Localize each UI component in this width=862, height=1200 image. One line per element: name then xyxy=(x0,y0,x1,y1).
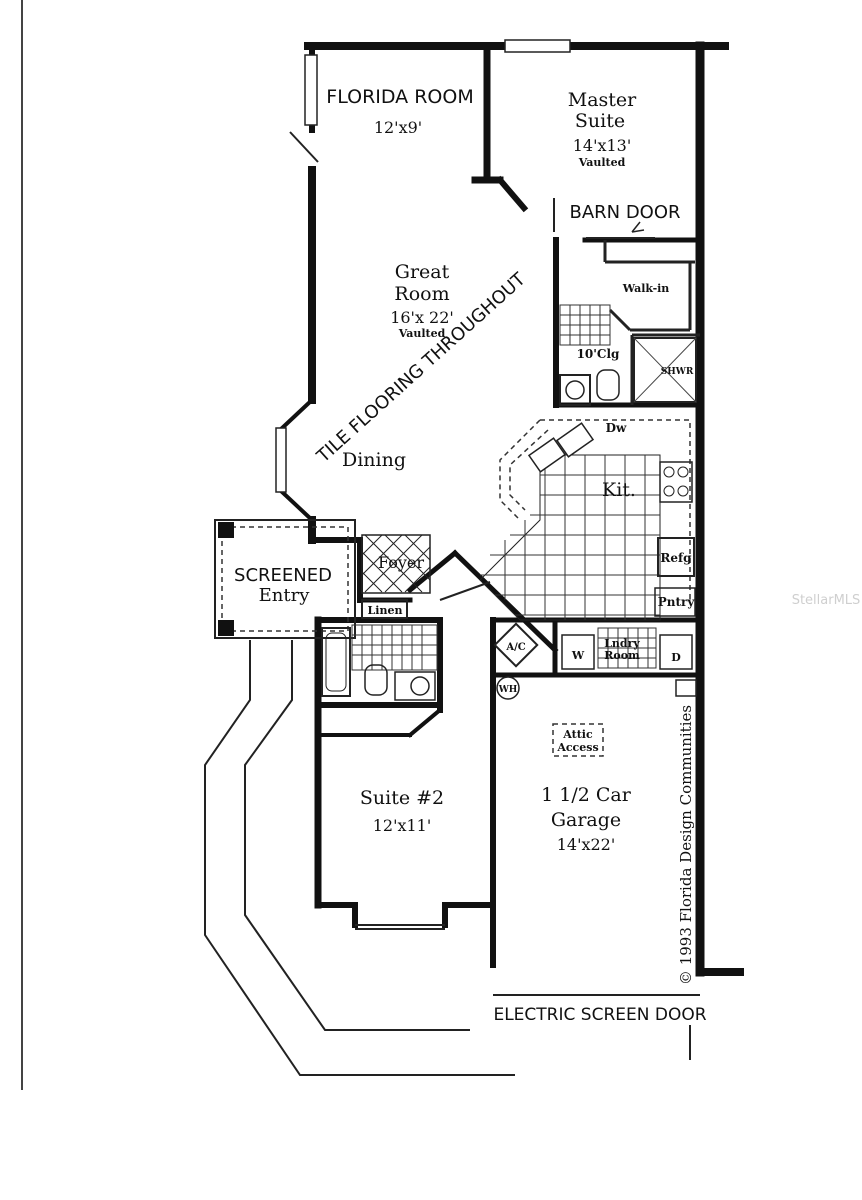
garage-line1: 1 1/2 Car xyxy=(541,784,632,806)
kitchen-tile-grid xyxy=(351,304,661,671)
barn-door-label: BARN DOOR xyxy=(569,202,680,223)
exterior-walls xyxy=(277,41,744,977)
linen-label: Linen xyxy=(368,604,403,617)
garage-icon-box xyxy=(675,679,697,697)
suite2-size: 12'x11' xyxy=(373,816,432,835)
kitchen-label: Kit. xyxy=(602,479,636,501)
water-heater-icon xyxy=(496,676,520,700)
foyer-label: Foyer xyxy=(378,553,424,572)
master-suite-name-line2: Suite xyxy=(575,110,625,132)
master-suite-note: Vaulted xyxy=(578,156,626,169)
great-room-name-line2: Room xyxy=(394,283,449,305)
laundry-line2: Room xyxy=(604,649,640,662)
washer-label: W xyxy=(571,649,585,662)
master-suite-name-line1: Master xyxy=(568,89,637,111)
copyright-label: © 1993 Florida Design Communities xyxy=(677,705,695,985)
electric-screen-door-label: ELECTRIC SCREEN DOOR xyxy=(493,1005,706,1025)
ceiling-label: 10'Clg xyxy=(577,347,620,361)
garage-line2: Garage xyxy=(551,809,621,831)
linen-closet xyxy=(361,599,408,619)
watermark: StellarMLS xyxy=(792,593,861,608)
pantry-box xyxy=(654,587,696,617)
walk-in-label: Walk-in xyxy=(622,282,670,295)
windows xyxy=(275,39,571,493)
florida-room-size: 12'x9' xyxy=(374,118,422,137)
kitchen-counters xyxy=(499,419,691,600)
dishwasher-label: Dw xyxy=(606,421,627,435)
dryer-box xyxy=(659,634,693,670)
screened-entry-structure xyxy=(214,519,356,639)
dining-label: Dining xyxy=(342,449,406,471)
attic-line2: Access xyxy=(556,741,598,754)
refrigerator-label: Refg xyxy=(660,551,692,565)
screened-entry-line1: SCREENED xyxy=(234,565,332,586)
screened-entry-line2: Entry xyxy=(259,585,311,606)
foyer-tile xyxy=(361,534,431,594)
great-room-name-line1: Great xyxy=(395,261,450,283)
laundry-line1: Lndry xyxy=(604,637,640,650)
ac-unit xyxy=(493,622,539,668)
suite2-name: Suite #2 xyxy=(360,787,444,809)
attic-access-box xyxy=(552,723,604,757)
florida-room-name: FLORIDA ROOM xyxy=(326,86,473,108)
shower-label: SHWR xyxy=(661,367,694,377)
water-heater-label: WH xyxy=(498,685,518,695)
great-room-size: 16'x 22' xyxy=(390,308,454,327)
bath-fixtures xyxy=(321,369,620,701)
master-suite-size: 14'x13' xyxy=(573,136,632,155)
garage-size: 14'x22' xyxy=(557,835,616,854)
refrigerator-icon xyxy=(657,537,695,577)
washer-box xyxy=(561,634,595,670)
walkway xyxy=(204,640,515,1076)
pantry-label: Pntry xyxy=(658,595,696,609)
great-room-note: Vaulted xyxy=(398,327,446,340)
attic-line1: Attic xyxy=(562,728,593,741)
barn-door-indicator xyxy=(553,198,655,239)
dryer-label: D xyxy=(671,651,681,664)
shower-box xyxy=(633,337,697,403)
stove-icon xyxy=(659,461,693,503)
ac-label: A/C xyxy=(505,642,525,653)
